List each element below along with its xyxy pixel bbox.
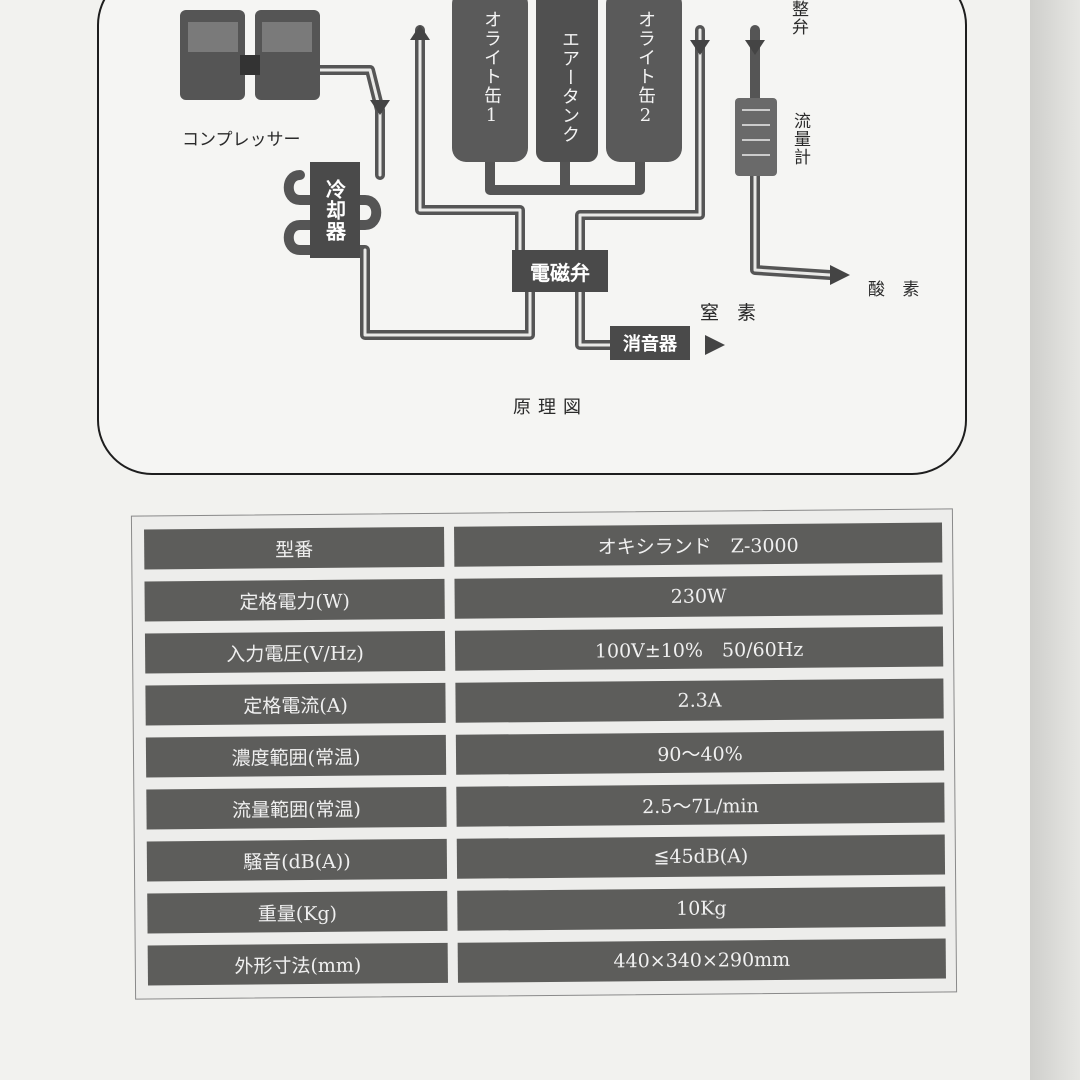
- page-edge: [1030, 0, 1080, 1080]
- nitrogen-label: 窒 素: [700, 302, 763, 324]
- table-row: 定格電力(W) 230W: [132, 569, 952, 622]
- spec-label: 型番: [144, 526, 445, 570]
- valve-label: 整弁: [788, 0, 808, 36]
- compressor-label: コンプレッサー: [182, 130, 301, 150]
- spec-label: 定格電流(A): [145, 682, 446, 726]
- table-row: 入力電圧(V/Hz) 100V±10% 50/60Hz: [133, 621, 953, 674]
- diagram-drawing: [180, 0, 850, 355]
- tank1-label: オライト缶1: [481, 10, 502, 127]
- spec-label: 重量(Kg): [147, 890, 448, 934]
- spec-label: 濃度範囲(常温): [145, 734, 447, 778]
- solenoid-valve-label: 電磁弁: [512, 250, 608, 292]
- spec-label: 騒音(dB(A)): [146, 838, 448, 882]
- table-row: 定格電流(A) 2.3A: [133, 673, 953, 726]
- table-row: 濃度範囲(常温) 90～40%: [134, 725, 954, 778]
- spec-value: 440×340×290mm: [457, 938, 946, 983]
- spec-value: 10Kg: [457, 886, 946, 931]
- compressor-shape: [180, 10, 320, 100]
- spec-label: 流量範囲(常温): [146, 786, 447, 830]
- diagram-caption: 原理図: [513, 397, 588, 418]
- table-row: 重量(Kg) 10Kg: [135, 881, 955, 934]
- cooler-label: 冷却器: [310, 162, 360, 258]
- spec-value: 100V±10% 50/60Hz: [454, 626, 944, 671]
- spec-table: 型番 オキシランド Z-3000 定格電力(W) 230W 入力電圧(V/Hz)…: [130, 508, 958, 1000]
- tank2-label: オライト缶2: [635, 10, 656, 127]
- table-row: 流量範囲(常温) 2.5～7L/min: [134, 777, 954, 830]
- table-row: 外形寸法(mm) 440×340×290mm: [136, 933, 956, 986]
- table-row: 騒音(dB(A)) ≦45dB(A): [135, 829, 955, 882]
- spec-label: 外形寸法(mm): [147, 942, 448, 986]
- muffler-label: 消音器: [610, 326, 690, 360]
- oxygen-label: 酸 素: [868, 280, 926, 300]
- spec-value: 230W: [454, 574, 943, 619]
- spec-value: 2.5～7L/min: [456, 782, 945, 827]
- table-row: 型番 オキシランド Z-3000: [132, 517, 952, 570]
- spec-value: 2.3A: [455, 678, 944, 723]
- spec-value: 90～40%: [455, 730, 945, 775]
- air-tank-label: エアータンク: [559, 30, 580, 144]
- spec-value: ≦45dB(A): [456, 834, 946, 879]
- spec-label: 定格電力(W): [144, 578, 445, 622]
- flowmeter-label: 流量計: [790, 112, 810, 166]
- spec-value: オキシランド Z-3000: [454, 522, 943, 567]
- spec-label: 入力電圧(V/Hz): [144, 630, 446, 674]
